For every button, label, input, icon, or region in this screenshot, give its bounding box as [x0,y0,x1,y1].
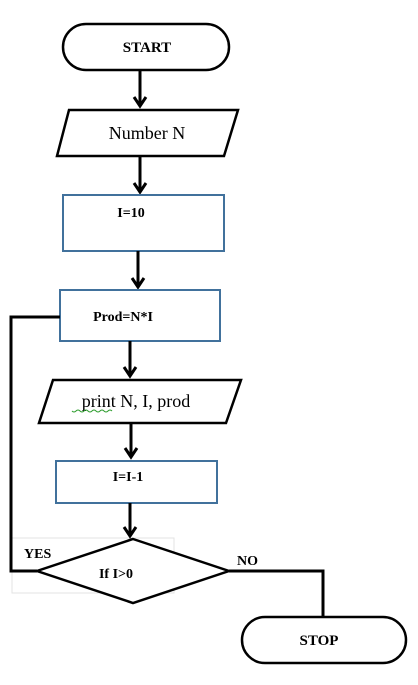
init-label: I=10 [117,206,144,221]
input-label: Number N [109,123,185,143]
print-node: print N, I, prod [37,378,243,425]
arrowhead-icon [122,526,138,539]
loop-yes-connector [9,315,60,573]
init-node: I=10 [62,194,225,252]
stop-label: STOP [300,633,339,649]
arrowhead-icon [122,366,138,379]
decrement-label: I=I-1 [113,470,144,485]
arrowhead-icon [132,96,148,109]
print-label: print N, I, prod [82,391,191,411]
stop-node: STOP [240,615,408,665]
start-node: START [61,22,231,72]
arrowhead-icon [130,277,146,290]
print-args: N, I, prod [116,391,191,411]
product-label: Prod=N*I [93,310,153,325]
arrowhead-icon [123,447,139,460]
yes-label: YES [24,547,51,562]
start-label: START [123,40,171,56]
no-connector [229,569,325,617]
no-label: NO [237,554,258,569]
spellcheck-underline [71,409,113,413]
decision-label: If I>0 [99,567,133,582]
decrement-node: I=I-1 [55,460,218,504]
decision-node: If I>0 [33,537,233,605]
arrowhead-icon [132,182,148,195]
print-word: print [82,391,116,411]
product-node: Prod=N*I [59,289,221,342]
input-node: Number N [55,108,240,158]
